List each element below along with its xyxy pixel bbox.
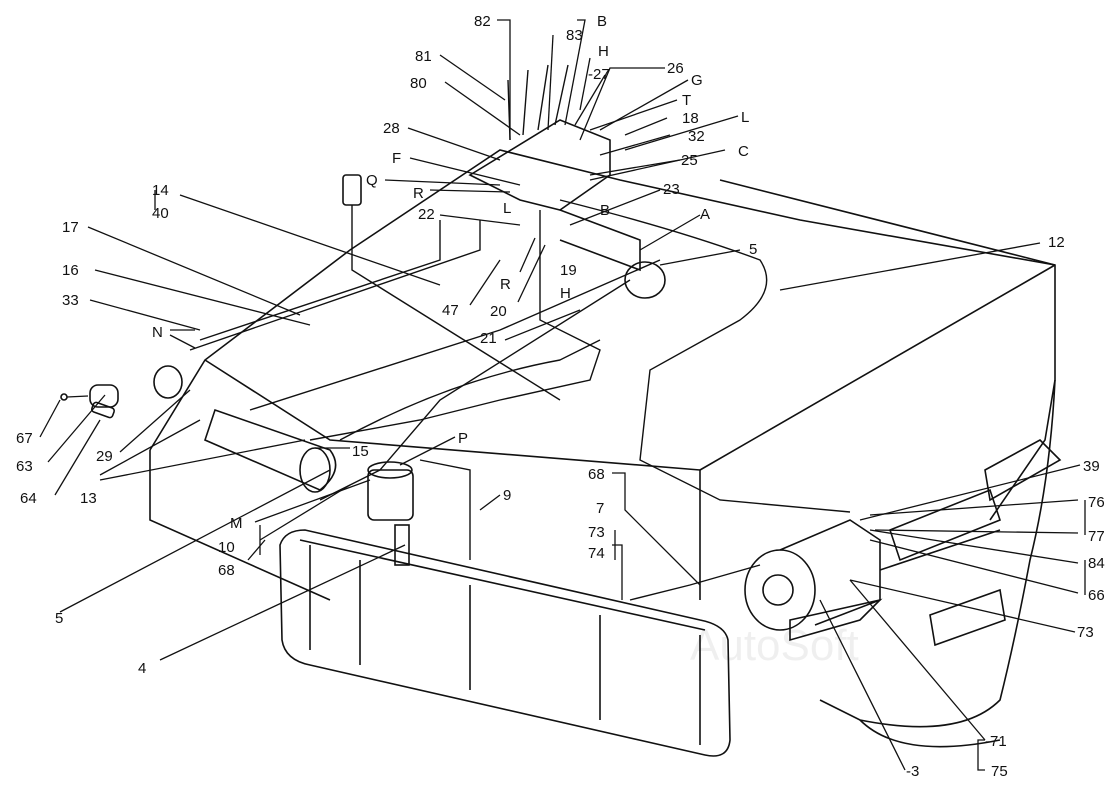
- label-67: 67: [16, 430, 33, 447]
- label-9: 9: [503, 487, 511, 504]
- label-16: 16: [62, 262, 79, 279]
- label-68-right: 68: [588, 466, 605, 483]
- label-39: 39: [1083, 458, 1100, 475]
- label-73-right: 73: [1077, 624, 1094, 641]
- label-76: 76: [1088, 494, 1105, 511]
- leader-lines: [39, 19, 1086, 771]
- label-27: -27: [588, 66, 610, 83]
- loose-parts: [60, 384, 119, 419]
- label-74: 74: [588, 545, 605, 562]
- label-77: 77: [1088, 528, 1105, 545]
- label-M: M: [230, 515, 243, 532]
- label-23: 23: [663, 181, 680, 198]
- fuel-filter: [367, 461, 414, 566]
- label-G: G: [691, 72, 703, 89]
- label-71: -71: [985, 733, 1007, 750]
- control-levers: [507, 64, 569, 141]
- label-18: 18: [682, 110, 699, 127]
- label-66: 66: [1088, 587, 1105, 604]
- label-F: F: [392, 150, 401, 167]
- label-28: 28: [383, 120, 400, 137]
- label-A: A: [700, 206, 710, 223]
- label-47: 47: [442, 302, 459, 319]
- label-26: 26: [667, 60, 684, 77]
- label-R-top: R: [413, 185, 424, 202]
- label-T: T: [682, 92, 691, 109]
- label-40: 40: [152, 205, 169, 222]
- label-33: 33: [62, 292, 79, 309]
- vehicle-cab: [149, 149, 1062, 748]
- label-15: 15: [352, 443, 369, 460]
- label-68-left: 68: [218, 562, 235, 579]
- label-20: 20: [490, 303, 507, 320]
- label-82: 82: [474, 13, 491, 30]
- label-29: 29: [96, 448, 113, 465]
- pump-unit: [744, 519, 883, 642]
- label-17: 17: [62, 219, 79, 236]
- label-R-mid: R: [500, 276, 511, 293]
- label-25: 25: [681, 152, 698, 169]
- label-5-bottom: 5: [55, 610, 63, 627]
- label-64: 64: [20, 490, 37, 507]
- label-P: P: [458, 430, 468, 447]
- label-3: -3: [906, 763, 919, 780]
- label-5-top: 5: [749, 241, 757, 258]
- label-C: C: [738, 143, 749, 160]
- label-L-right: L: [741, 109, 749, 126]
- label-L-mid: L: [503, 200, 511, 217]
- label-7: 7: [596, 500, 604, 517]
- label-14: 14: [152, 182, 169, 199]
- part-labels: 82 B 83 H 81 -27 26 G 80 T 18 L 28 32 C …: [16, 13, 1105, 780]
- label-75: 75: [991, 763, 1008, 780]
- label-21: 21: [480, 330, 497, 347]
- label-63: 63: [16, 458, 33, 475]
- label-Q: Q: [366, 172, 378, 189]
- label-N: N: [152, 324, 163, 341]
- label-80: 80: [410, 75, 427, 92]
- label-84: 84: [1088, 555, 1105, 572]
- label-19: 19: [560, 262, 577, 279]
- label-H-top: H: [598, 43, 609, 60]
- label-B-top: B: [597, 13, 607, 30]
- label-32: 32: [688, 128, 705, 145]
- label-10: 10: [218, 539, 235, 556]
- label-83: 83: [566, 27, 583, 44]
- label-13: 13: [80, 490, 97, 507]
- label-4: 4: [138, 660, 146, 677]
- label-73-mid: 73: [588, 524, 605, 541]
- label-H-mid: H: [560, 285, 571, 302]
- label-22: 22: [418, 206, 435, 223]
- label-12: 12: [1048, 234, 1065, 251]
- label-B-mid: B: [600, 202, 610, 219]
- label-81: 81: [415, 48, 432, 65]
- fuel-tank: [279, 529, 731, 757]
- pipework: [189, 199, 851, 601]
